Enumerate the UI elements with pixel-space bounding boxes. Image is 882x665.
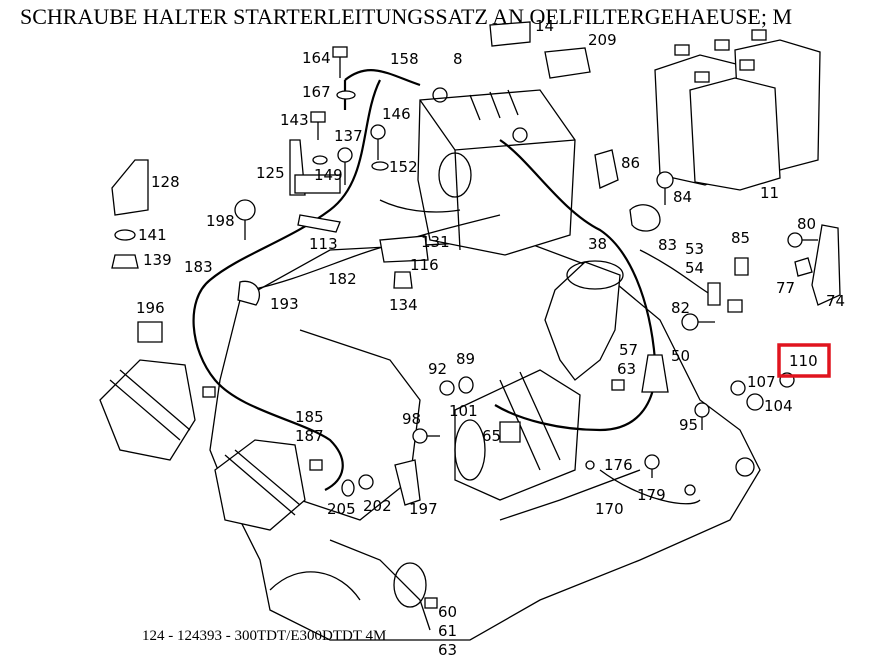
callout-label: 131 [421, 233, 450, 251]
callout-label: 8 [453, 50, 463, 68]
callout-label: 82 [671, 299, 690, 317]
callout-label: 128 [151, 173, 180, 191]
callout-label: 80 [797, 215, 816, 233]
callout-label: 61 [438, 622, 457, 640]
callout-label: 143 [280, 111, 309, 129]
callout-label: 60 [438, 603, 457, 621]
callout-label: 57 [619, 341, 638, 359]
callout-label: 196 [136, 299, 165, 317]
intake-pipe-drawing [544, 260, 624, 381]
callout-label: 63 [617, 360, 636, 378]
callout-label: 141 [138, 226, 167, 244]
callout-label: 86 [621, 154, 640, 172]
callout-label: 104 [764, 397, 793, 415]
callout-label: 11 [760, 184, 779, 202]
callout-label: 77 [776, 279, 795, 297]
callout-label: 179 [637, 486, 666, 504]
callout-labels: 164 158 8 14 209 167 146 143 137 152 125… [136, 17, 845, 659]
callout-label: 14 [535, 17, 554, 35]
callout-label: 85 [731, 229, 750, 247]
callout-label: 63 [438, 641, 457, 659]
callout-label: 38 [588, 235, 607, 253]
callout-label: 139 [143, 251, 172, 269]
callout-label: 125 [256, 164, 285, 182]
callout-label: 182 [328, 270, 357, 288]
callout-label: 116 [410, 256, 439, 274]
alternator-drawing [99, 359, 306, 531]
callout-label: 205 [327, 500, 356, 518]
callout-label: 197 [409, 500, 438, 518]
callout-label: 95 [679, 416, 698, 434]
highlighted-part-label: 110 [789, 352, 818, 370]
callout-label: 134 [389, 296, 418, 314]
callout-label: 158 [390, 50, 419, 68]
model-caption: 124 - 124393 - 300TDT/E300DTDT 4M [142, 628, 387, 644]
callout-label: 137 [334, 127, 363, 145]
callout-label: 89 [456, 350, 475, 368]
callout-label: 107 [747, 373, 776, 391]
callout-label: 193 [270, 295, 299, 313]
callout-label: 53 [685, 240, 704, 258]
callout-label: 101 [449, 402, 478, 420]
page-title: SCHRAUBE HALTER STARTERLEITUNGSSATZ AN O… [20, 4, 793, 29]
callout-label: 170 [595, 500, 624, 518]
callout-label: 84 [673, 188, 692, 206]
canister-set-drawing [654, 29, 821, 191]
callout-label: 209 [588, 31, 617, 49]
callout-label: 54 [685, 259, 704, 277]
battery-drawing [417, 87, 576, 256]
callout-label: 113 [309, 235, 338, 253]
callout-label: 98 [402, 410, 421, 428]
callout-label: 167 [302, 83, 331, 101]
callout-label: 176 [604, 456, 633, 474]
highlighted-part-callout[interactable]: 110 [777, 343, 831, 378]
callout-label: 83 [658, 236, 677, 254]
callout-label: 146 [382, 105, 411, 123]
highlight-box [777, 343, 831, 378]
callout-label: 65 [482, 427, 501, 445]
callout-label: 198 [206, 212, 235, 230]
callout-label: 152 [389, 158, 418, 176]
wiring-harness-drawing [192, 69, 721, 505]
callout-label: 202 [363, 497, 392, 515]
callout-label: 185 [295, 408, 324, 426]
callout-label: 149 [314, 166, 343, 184]
callout-label: 74 [826, 292, 845, 310]
callout-label: 50 [671, 347, 690, 365]
callout-label: 183 [184, 258, 213, 276]
callout-label: 187 [295, 427, 324, 445]
callout-label: 92 [428, 360, 447, 378]
callout-label: 164 [302, 49, 331, 67]
